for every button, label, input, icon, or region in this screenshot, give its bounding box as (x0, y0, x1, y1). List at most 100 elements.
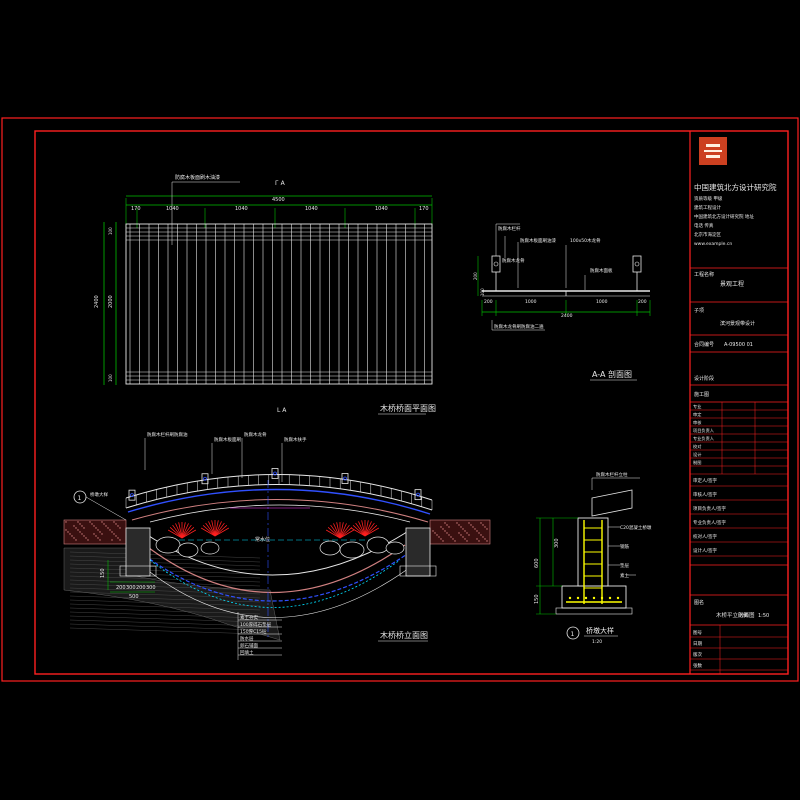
section-dim-total: 2400 (561, 313, 573, 319)
rock (366, 536, 390, 554)
soil-dot (87, 539, 89, 541)
stage-label: 设计阶段 (694, 375, 714, 382)
pier-dim-2: 150 (534, 594, 540, 604)
soil-dot (93, 533, 95, 535)
project-label: 工程名称 (694, 271, 714, 278)
soil-dot (115, 535, 117, 537)
soil-dot (117, 537, 119, 539)
layer-note-4: 卵石铺面 (240, 642, 258, 649)
soil-dot (462, 528, 464, 530)
plan-dim-1: 1040 (166, 206, 179, 212)
gravel-hatch-line (69, 627, 261, 635)
plant-leaf (211, 520, 216, 537)
soil-dot (71, 535, 73, 537)
plan-dim-0: 170 (131, 206, 141, 212)
plant-leaf (339, 522, 344, 539)
deck-bolt (203, 476, 207, 481)
tb-footer-2: 版次 (693, 651, 702, 658)
deck-bolt (130, 493, 134, 498)
soil-dot (73, 525, 75, 527)
plant-leaf (364, 521, 372, 537)
soil-dot (484, 538, 486, 540)
gravel-hatch-line (69, 571, 261, 579)
tb-row-5: 校对 (693, 443, 701, 450)
plant-leaf (181, 529, 197, 539)
plan-dim-total: 4500 (272, 197, 285, 203)
tb-footer-0: 图号 (693, 630, 702, 636)
scale-value: 1:50 (758, 613, 769, 619)
tb-role-3: 专业负责人/签字 (693, 519, 727, 526)
soil-dot (440, 538, 442, 540)
soil-dot (472, 526, 474, 528)
deck-bolt (416, 492, 420, 497)
soil-dot (83, 535, 85, 537)
institute-line-5: www.example.cn (694, 241, 732, 247)
pier-rebar-dot (576, 596, 580, 600)
pier-detail-scale: 1:20 (592, 639, 602, 645)
soil-dot (480, 534, 482, 536)
plan-dim-left-0: 100 (108, 227, 113, 235)
soil-dot (69, 533, 71, 535)
section-dim-0: 200 (484, 299, 493, 305)
tb-row-1: 审定 (693, 411, 701, 418)
soil-dot (434, 532, 436, 534)
soil-dot (458, 532, 460, 534)
soil-dot (91, 523, 93, 525)
outer-frame (1, 117, 799, 682)
tb-row-2: 审核 (693, 419, 702, 426)
soil-dot (480, 522, 482, 524)
gravel-hatch-line (69, 575, 261, 583)
tb-role-4: 校对人/签字 (693, 533, 718, 540)
soil-dot (97, 529, 99, 531)
pier-note-4: 素土 (620, 572, 629, 579)
plant-leaf (339, 524, 350, 539)
tb-row-3: 项目负责人 (693, 427, 715, 434)
soil-dot (450, 536, 452, 538)
gravel-hatch-line (69, 559, 261, 567)
tb-role-1: 审核人/签字 (693, 491, 718, 498)
callout-number: 1 (78, 495, 82, 502)
soil-dot (432, 530, 434, 532)
elev-top-note-1: 防腐木板面刷 (214, 436, 241, 443)
drawing-title: 木桥平立剖面图 (716, 611, 755, 619)
deck-post (271, 468, 279, 479)
plant-leaf (214, 522, 225, 537)
pier-note-0: 防腐木栏杆立柱 (596, 471, 628, 478)
soil-dot (438, 536, 440, 538)
deck-post (341, 473, 349, 484)
soil-dot (113, 533, 115, 535)
tb-role-5: 设计人/签字 (693, 547, 718, 554)
plant-leaf (333, 523, 341, 539)
plant-leaf (339, 526, 353, 539)
plant-leaf (214, 527, 230, 537)
plant-leaf (358, 521, 366, 537)
plan-dim-left-2: 2000 (108, 295, 114, 308)
soil-dot (93, 525, 95, 527)
stage: 施工图 (694, 391, 709, 398)
plant-leaf (214, 521, 222, 537)
soil-dot (442, 540, 444, 542)
plant-leaf (339, 523, 347, 539)
gravel-hatch-line (69, 603, 261, 611)
plan-dim-left-total: 2400 (94, 295, 100, 308)
plant-leaf (169, 526, 183, 539)
abutment-left (125, 527, 151, 577)
soil-dot (478, 532, 480, 534)
plant-leaf (361, 520, 366, 537)
deck-bolt (273, 471, 277, 476)
plan-leader-note: 防腐木板面刷木油漆 (175, 174, 220, 181)
soil-dot (446, 524, 448, 526)
soil-dot (458, 524, 460, 526)
plant-leaf (214, 524, 228, 537)
soil-dot (119, 527, 121, 529)
plant-leaf (364, 522, 375, 537)
plant-leaf (327, 526, 341, 539)
pier-dim-1: 600 (534, 558, 540, 568)
pier-detail: 防腐木栏杆立柱 C20混凝土桥墩 钢筋 垫层 素土 300 600 150 1 … (534, 471, 652, 645)
elev-dim-left: 150 (100, 568, 106, 578)
soil-dot (484, 526, 486, 528)
plant-leaf (178, 522, 183, 539)
soil-dot (89, 521, 91, 523)
institute-line-2: 中国建筑北方设计研究院 地址 (694, 213, 754, 220)
plan-section-mark-bottom: L A (277, 407, 287, 414)
